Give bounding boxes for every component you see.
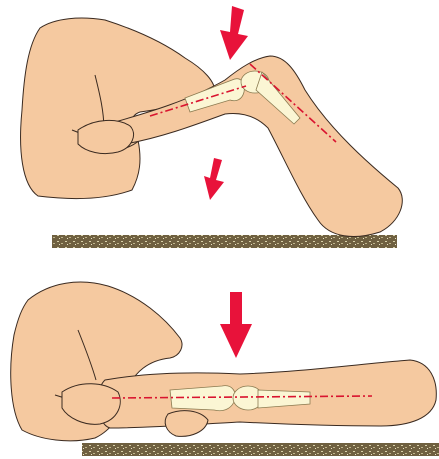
bottom-supporting-hand bbox=[165, 411, 208, 437]
top-panel bbox=[21, 6, 403, 248]
top-table-surface bbox=[52, 235, 397, 248]
bottom-panel bbox=[11, 282, 439, 456]
bottom-downward-force-arrow bbox=[220, 292, 252, 358]
top-practitioner-hand bbox=[78, 120, 134, 153]
top-downward-force-arrow bbox=[220, 6, 248, 60]
top-secondary-force-arrow bbox=[204, 158, 224, 200]
bottom-table-surface bbox=[82, 443, 439, 456]
